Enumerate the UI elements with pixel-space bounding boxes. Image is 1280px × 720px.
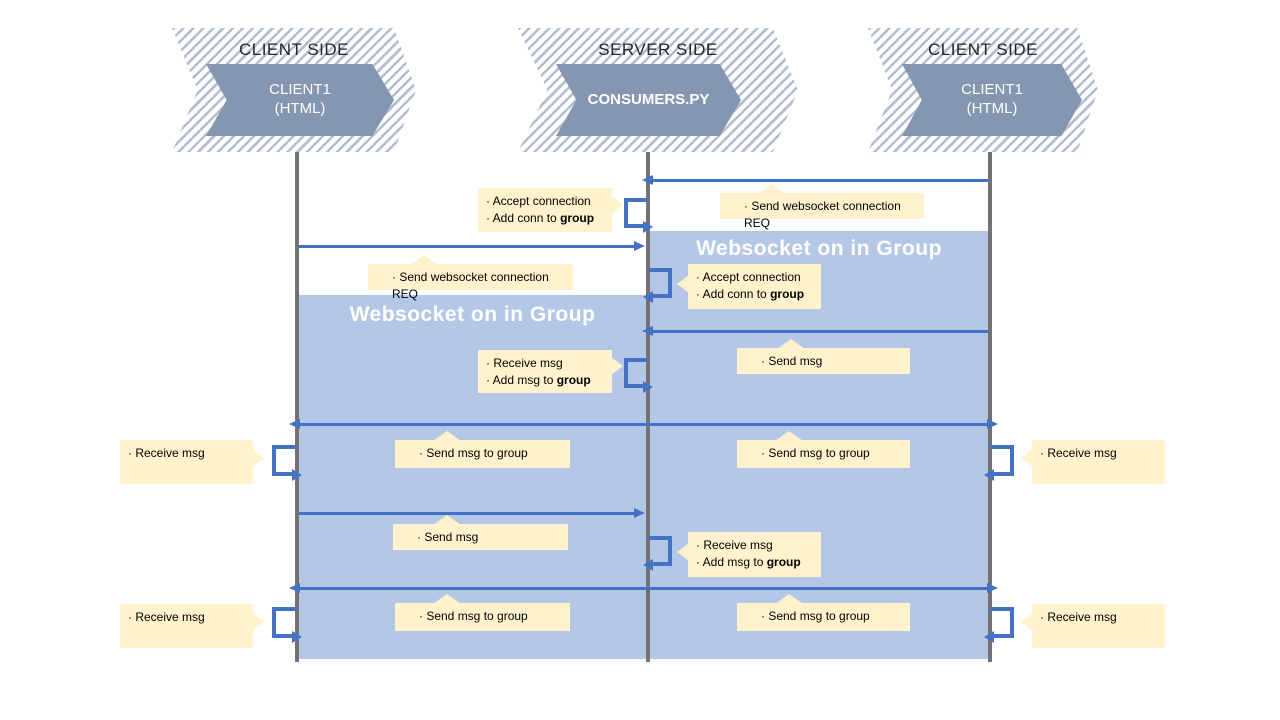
loop-arrowhead bbox=[643, 381, 653, 393]
note-receive-add-msg-1: · Receive msg · Add msg to group bbox=[478, 350, 623, 393]
arrowhead-left bbox=[289, 419, 300, 429]
note-pointer bbox=[611, 196, 623, 214]
note-pointer bbox=[775, 594, 803, 604]
arrow-send-msg-left-to-server bbox=[299, 508, 645, 518]
note-pointer bbox=[433, 431, 461, 441]
note-pointer bbox=[677, 275, 689, 293]
arrow-ws-req-left-to-server bbox=[299, 241, 645, 251]
self-loop-client-left-receive-2 bbox=[272, 607, 302, 643]
banner-client-right: CLIENT SIDE CLIENT1 (HTML) bbox=[868, 28, 1098, 152]
loop-arrowhead bbox=[984, 631, 994, 643]
note-pointer bbox=[1021, 613, 1033, 631]
lifeline-client-left bbox=[295, 152, 299, 662]
note-pointer bbox=[777, 339, 805, 349]
note-pointer bbox=[758, 184, 786, 194]
arrowhead-right bbox=[634, 241, 645, 251]
note-pointer bbox=[252, 613, 264, 631]
note-ws-req-right: · Send websocket connection REQ bbox=[720, 184, 924, 230]
note-pointer bbox=[775, 431, 803, 441]
side-label: CLIENT SIDE bbox=[927, 40, 1039, 59]
note-send-msg-right: · Send msg bbox=[737, 339, 910, 374]
banner-client-left: CLIENT SIDE CLIENT1 (HTML) bbox=[172, 28, 416, 152]
self-loop-client-right-receive-2 bbox=[984, 607, 1014, 643]
note-receive-msg-l2: · Receive msg bbox=[120, 604, 264, 648]
arrow-send-msg-right-to-server bbox=[642, 326, 988, 336]
arrow-broadcast-2 bbox=[289, 583, 998, 593]
loop-arrowhead bbox=[643, 559, 653, 571]
node-label: CLIENT1 bbox=[961, 81, 1023, 99]
note-receive-add-msg-2: · Receive msg · Add msg to group bbox=[677, 532, 821, 577]
note-send-msg-to-group-l2: · Send msg to group bbox=[395, 594, 570, 631]
note-pointer bbox=[611, 357, 623, 375]
self-loop-server-receive-2 bbox=[643, 536, 672, 571]
note-pointer bbox=[252, 449, 264, 467]
arrowhead-right bbox=[634, 508, 645, 518]
loop-arrowhead bbox=[292, 469, 302, 481]
arrowhead-right bbox=[987, 583, 998, 593]
loop-arrowhead bbox=[984, 469, 994, 481]
node-sublabel: (HTML) bbox=[274, 100, 326, 117]
arrow-ws-req-right-to-server bbox=[642, 175, 988, 185]
node-consumers-py: CONSUMERS.PY bbox=[556, 64, 741, 136]
note-pointer bbox=[677, 543, 689, 561]
note-send-msg-to-group-l1: · Send msg to group bbox=[395, 431, 570, 468]
node-client1-right: CLIENT1 (HTML) bbox=[902, 64, 1082, 136]
loop-arrowhead bbox=[643, 291, 653, 303]
note-accept-connection-2: · Accept connection · Add conn to group bbox=[677, 264, 821, 309]
side-label: CLIENT SIDE bbox=[238, 40, 350, 59]
side-label: SERVER SIDE bbox=[598, 40, 718, 59]
node-sublabel: (HTML) bbox=[966, 100, 1018, 117]
self-loop-client-right-receive-1 bbox=[984, 445, 1014, 481]
arrowhead-left bbox=[289, 583, 300, 593]
self-loop-server-receive-1 bbox=[624, 358, 653, 393]
lifeline-client-right bbox=[988, 152, 992, 662]
note-pointer bbox=[433, 594, 461, 604]
arrowhead-left bbox=[642, 326, 653, 336]
note-ws-req-left: · Send websocket connection REQ bbox=[368, 255, 573, 301]
note-pointer bbox=[410, 255, 438, 265]
loop-arrowhead bbox=[643, 221, 653, 233]
note-pointer bbox=[1021, 449, 1033, 467]
note-receive-msg-r1: · Receive msg bbox=[1021, 440, 1165, 484]
note-send-msg-left: · Send msg bbox=[393, 515, 568, 550]
note-receive-msg-r2: · Receive msg bbox=[1021, 604, 1165, 648]
group-region-right-label: Websocket on in Group bbox=[696, 237, 942, 260]
arrow-broadcast-1 bbox=[289, 419, 998, 429]
banner-server: SERVER SIDE CONSUMERS.PY bbox=[518, 28, 798, 152]
note-receive-msg-l1: · Receive msg bbox=[120, 440, 264, 484]
note-accept-connection-1: · Accept connection · Add conn to group bbox=[478, 188, 623, 232]
self-loop-server-accept-2 bbox=[643, 268, 672, 303]
self-loop-server-accept-1 bbox=[624, 198, 653, 233]
loop-arrowhead bbox=[292, 631, 302, 643]
note-pointer bbox=[433, 515, 461, 525]
arrowhead-left bbox=[642, 175, 653, 185]
arrowhead-right bbox=[987, 419, 998, 429]
note-send-msg-to-group-r1: · Send msg to group bbox=[737, 431, 910, 468]
note-send-msg-to-group-r2: · Send msg to group bbox=[737, 594, 910, 631]
node-label: CONSUMERS.PY bbox=[587, 90, 710, 108]
lifeline-server bbox=[646, 152, 650, 662]
self-loop-client-left-receive-1 bbox=[272, 445, 302, 481]
group-region-left-label: Websocket on in Group bbox=[349, 303, 596, 326]
node-label: CLIENT1 bbox=[269, 81, 331, 99]
node-client1-left: CLIENT1 (HTML) bbox=[206, 64, 394, 136]
